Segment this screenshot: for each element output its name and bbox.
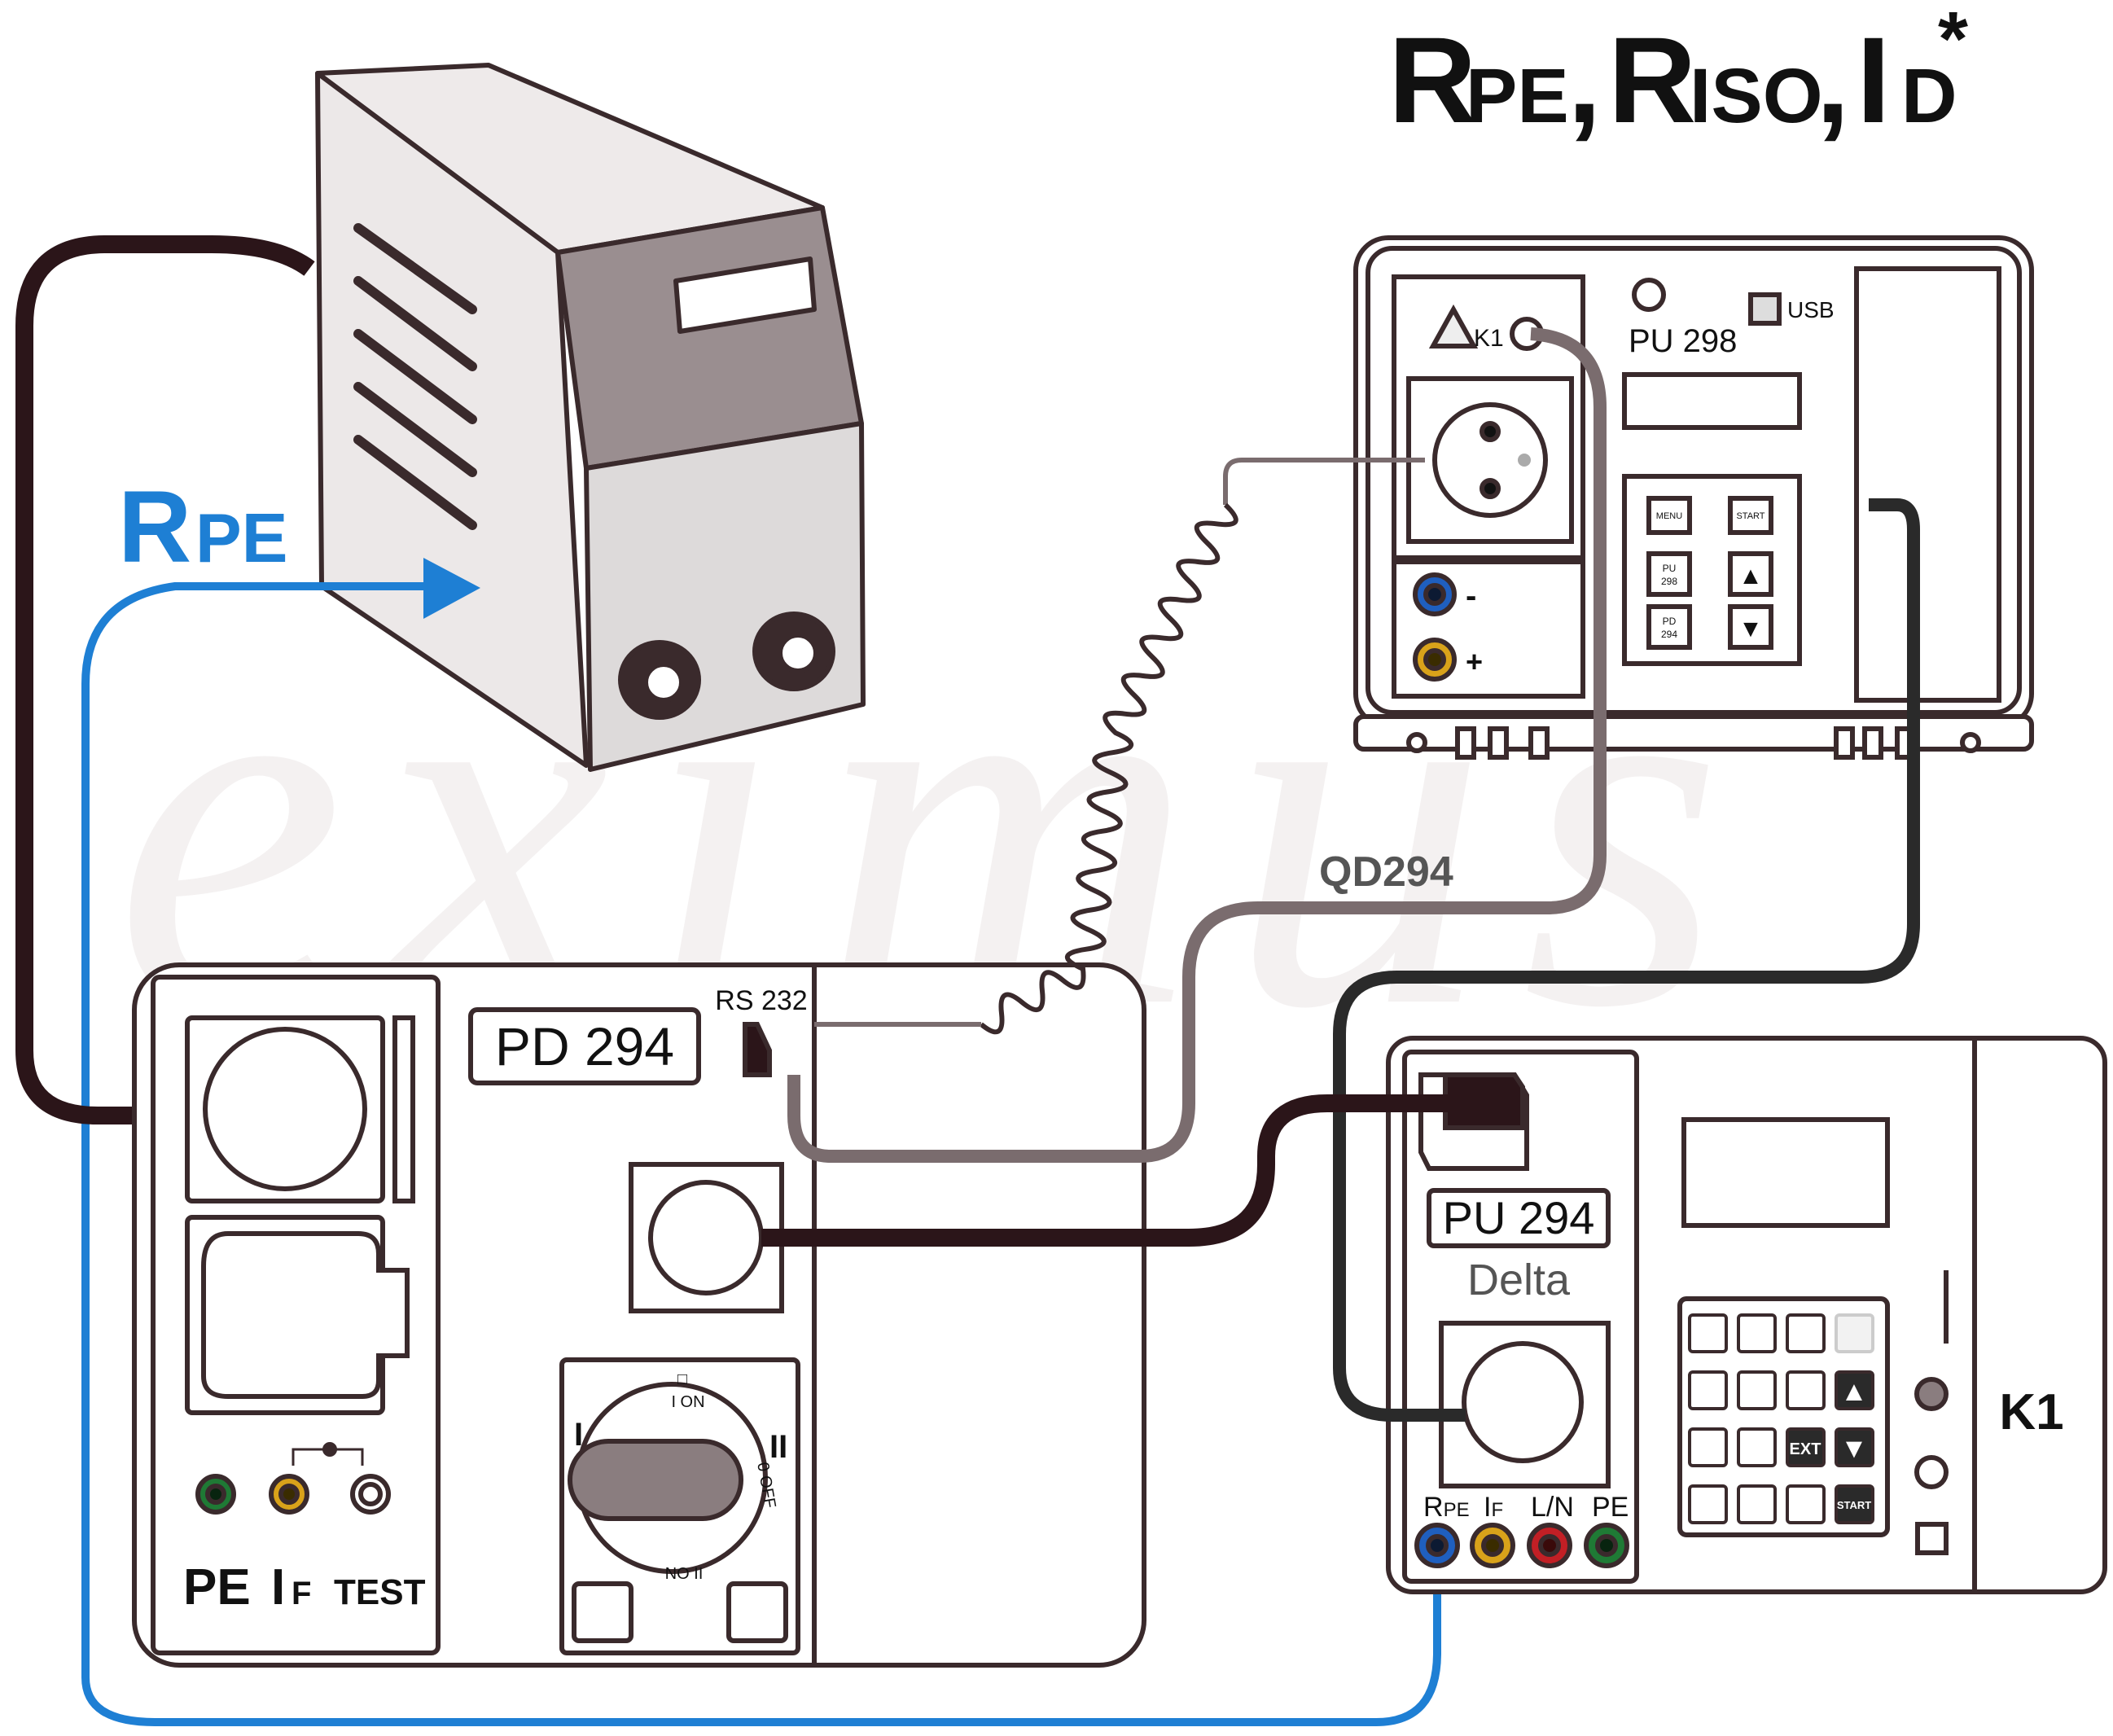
pd294-test-label: TEST xyxy=(334,1572,426,1612)
pu294-key[interactable] xyxy=(1737,1484,1777,1524)
rpe-label-r: R xyxy=(118,471,191,584)
pd294-switch-top-mark: □ xyxy=(677,1370,687,1388)
pu294-keypad xyxy=(1688,1313,1874,1524)
pu294-k1-label: K1 xyxy=(1999,1384,2063,1440)
pu294-key[interactable] xyxy=(1786,1484,1826,1524)
pd294-name: PD 294 xyxy=(495,1016,674,1076)
title-d: D xyxy=(1901,53,1957,139)
title-r: R xyxy=(1388,11,1476,148)
pu298-pd-key-line1[interactable]: PD xyxy=(1663,616,1677,627)
pu298-usb-label: USB xyxy=(1787,297,1835,322)
pd294-pu294-cable xyxy=(761,1094,1449,1247)
pu294-down-key-bg[interactable] xyxy=(1835,1427,1874,1467)
pu294-key[interactable] xyxy=(1737,1370,1777,1410)
pu294-key[interactable] xyxy=(1737,1427,1777,1467)
pu298-pu-key-line1[interactable]: PU xyxy=(1663,563,1677,574)
pu298-labels: PU 298 USB K1 - + MENU START PU 298 PD 2… xyxy=(1466,297,1835,678)
pu298-k1-label: K1 xyxy=(1474,325,1504,352)
title-pe: PE xyxy=(1466,53,1569,139)
rpe-cable xyxy=(81,582,427,1677)
title-asterisk: * xyxy=(1938,0,1968,82)
pu294-ext-key-bg[interactable] xyxy=(1786,1427,1826,1467)
pu294-up-key[interactable]: ▲ xyxy=(1840,1376,1868,1407)
pd294-switch-left-mark: I xyxy=(574,1417,583,1453)
pu298-plus-label: + xyxy=(1466,645,1483,678)
rpe-arrowhead xyxy=(423,558,480,619)
pu294-subtitle: Delta xyxy=(1467,1256,1571,1304)
pu294-terminal-label: IF xyxy=(1484,1492,1503,1523)
pu294-name: PU 294 xyxy=(1443,1192,1595,1243)
pd294-rs232-label: RS 232 xyxy=(715,985,807,1016)
pd294-i-label: I xyxy=(271,1559,285,1615)
coiled-cable xyxy=(980,502,1238,1035)
pu294-key[interactable] xyxy=(1737,1313,1777,1353)
title: R PE , R ISO , I D * xyxy=(1388,0,1968,148)
pu298-minus-label: - xyxy=(1466,578,1476,614)
pu298-start-key[interactable]: START xyxy=(1736,511,1764,521)
pd294-f-label: F xyxy=(292,1576,311,1611)
title-r2: R xyxy=(1608,11,1696,148)
rpe-label-pe: PE xyxy=(195,500,287,577)
pu298-pd-key-line2[interactable]: 294 xyxy=(1661,629,1677,640)
pu298-pu294-cable xyxy=(1333,498,1920,1422)
title-i: I xyxy=(1857,11,1891,148)
pu294-key[interactable] xyxy=(1786,1370,1826,1410)
pu294-key[interactable] xyxy=(1688,1427,1728,1467)
pu294-key[interactable] xyxy=(1835,1313,1874,1353)
pd294-switch-ii-on: II ON xyxy=(665,1563,704,1581)
device-ports xyxy=(618,612,835,720)
pd294-switch-right-mark: II xyxy=(769,1429,787,1465)
pu294-down-key[interactable]: ▼ xyxy=(1840,1433,1868,1464)
title-comma-1: , xyxy=(1567,11,1602,148)
pu298-up-key[interactable]: ▲ xyxy=(1738,563,1763,590)
pu298-down-key[interactable]: ▼ xyxy=(1738,616,1763,642)
pu294-start-key[interactable]: START xyxy=(1837,1499,1871,1511)
pu298-device xyxy=(1353,235,2034,760)
pu294-terminal-label: PE xyxy=(1592,1492,1629,1523)
qd294-cable xyxy=(787,327,1607,1163)
qd294-label: QD294 xyxy=(1319,848,1453,896)
pd294-pe-label: PE xyxy=(183,1559,251,1615)
pu294-key[interactable] xyxy=(1786,1313,1826,1353)
coiled-cable-lead xyxy=(1223,458,1425,505)
mains-cable xyxy=(15,235,315,1124)
rpe-return-cable xyxy=(81,1547,1441,1726)
pu294-key[interactable] xyxy=(1688,1484,1728,1524)
pd294-device xyxy=(132,962,1146,1668)
pu294-start-key-bg[interactable] xyxy=(1835,1484,1874,1524)
title-comma-2: , xyxy=(1816,11,1850,148)
vent-slots xyxy=(353,223,477,530)
title-iso: ISO xyxy=(1690,53,1823,139)
pu294-terminal-label: RPE xyxy=(1423,1492,1470,1523)
device-under-test xyxy=(315,63,866,772)
pu298-pu-key-line2[interactable]: 298 xyxy=(1661,576,1677,587)
pd294-switch-i-on: I ON xyxy=(671,1393,704,1411)
pu294-key[interactable] xyxy=(1688,1313,1728,1353)
pu294-up-key-bg[interactable] xyxy=(1835,1370,1874,1410)
pd294-labels: PD 294 RS 232 PE I F TEST I ON 0 OFF II … xyxy=(183,985,808,1615)
pu294-labels: PU 294 Delta K1 EXT START ▲ ▼ xyxy=(1443,1192,2064,1511)
pu294-ext-key[interactable]: EXT xyxy=(1790,1440,1821,1458)
pu294-terminal-label: L/N xyxy=(1531,1492,1574,1523)
pu298-name: PU 298 xyxy=(1629,323,1737,359)
pu294-terminal-labels: RPE IF L/N PE xyxy=(1423,1492,1629,1523)
rpe-label: R PE xyxy=(118,471,287,584)
pd294-rotary-switch[interactable] xyxy=(570,1441,741,1519)
pu294-key[interactable] xyxy=(1688,1370,1728,1410)
pu298-menu-key[interactable]: MENU xyxy=(1656,511,1682,521)
